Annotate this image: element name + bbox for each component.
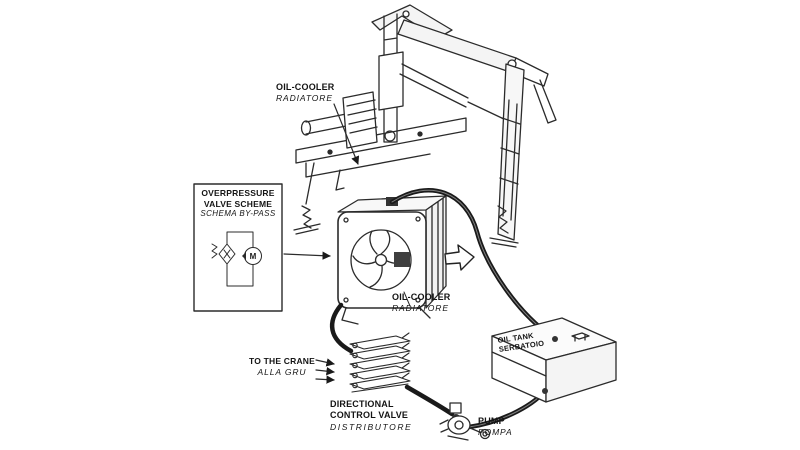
directional-valve-title-line2: CONTROL VALVE — [330, 410, 409, 421]
oil-cooler-crane-label: OIL-COOLER RADIATORE — [276, 82, 335, 104]
oil-cooler-main-label: OIL-COOLER RADIATORE — [392, 292, 451, 314]
pump-title: PUMP — [478, 416, 505, 426]
scheme-pointer-arrow — [283, 251, 331, 260]
hose-valve-to-pump — [404, 384, 455, 417]
pump-subtitle: POMPA — [478, 427, 513, 438]
overpressure-scheme-label: OVERPRESSURE VALVE SCHEME SCHEMA BY-PASS — [194, 188, 282, 220]
oil-cooler-graphic — [337, 195, 447, 325]
to-the-crane-label: TO THE CRANE ALLA GRU — [246, 356, 318, 378]
oil-cooler-pointer-arrow — [333, 103, 360, 165]
to-the-crane-title: TO THE CRANE — [249, 356, 315, 366]
overpressure-title-line1: OVERPRESSURE — [201, 188, 275, 198]
oil-cooler-main-title: OIL-COOLER — [392, 292, 451, 302]
crane-illustration — [293, 4, 557, 248]
directional-valve-subtitle: DISTRIBUTORE — [330, 421, 413, 432]
overpressure-subtitle: SCHEMA BY-PASS — [200, 209, 276, 219]
oil-cooler-crane-subtitle: RADIATORE — [276, 93, 333, 104]
motor-symbol-label: M — [250, 252, 257, 261]
oil-cooler-crane-title: OIL-COOLER — [276, 82, 335, 92]
oil-tank-graphic — [491, 317, 617, 403]
overpressure-scheme-graphic: M — [193, 183, 283, 312]
hose-cooler-to-valve — [329, 302, 354, 354]
directional-valve-graphic — [349, 332, 411, 393]
to-crane-arrows — [315, 358, 335, 384]
to-the-crane-subtitle: ALLA GRU — [257, 366, 307, 377]
overpressure-title-line2: VALVE SCHEME — [203, 198, 273, 209]
hose-cooler-to-tank — [389, 187, 557, 341]
oil-cooler-main-subtitle: RADIATORE — [392, 303, 449, 314]
pump-label: PUMP POMPA — [478, 416, 513, 438]
directional-valve-title-line1: DIRECTIONAL — [330, 399, 394, 409]
pump-graphic — [439, 402, 491, 441]
directional-valve-label: DIRECTIONAL CONTROL VALVE DISTRIBUTORE — [330, 399, 412, 433]
mid-label-pointer — [403, 291, 411, 307]
flow-direction-arrow — [444, 244, 475, 271]
